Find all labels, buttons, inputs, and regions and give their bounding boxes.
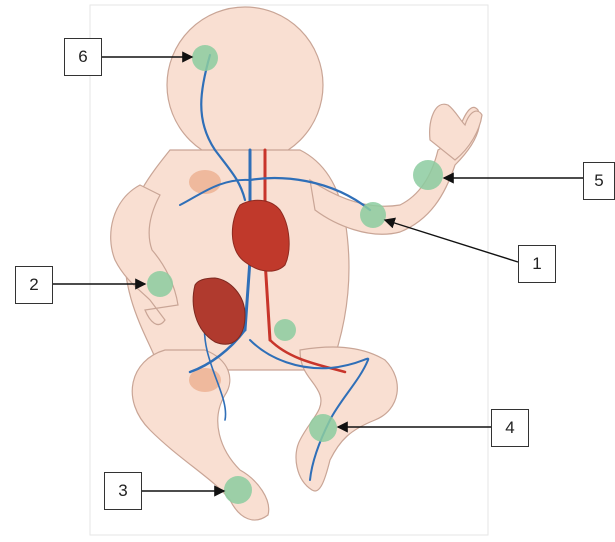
label-2: 2 [15, 266, 53, 304]
site-3-marker [224, 476, 252, 504]
site-4-marker [309, 414, 337, 442]
label-6: 6 [64, 38, 102, 76]
site-5-marker [413, 160, 443, 190]
label-4: 4 [491, 409, 529, 447]
label-5: 5 [583, 162, 615, 200]
site-1-marker [360, 202, 386, 228]
site-2-marker [147, 271, 173, 297]
label-3: 3 [104, 472, 142, 510]
label-1: 1 [518, 245, 556, 283]
site-6-marker [192, 45, 218, 71]
umbilical-site-marker [274, 319, 296, 341]
head-shape [167, 7, 323, 163]
